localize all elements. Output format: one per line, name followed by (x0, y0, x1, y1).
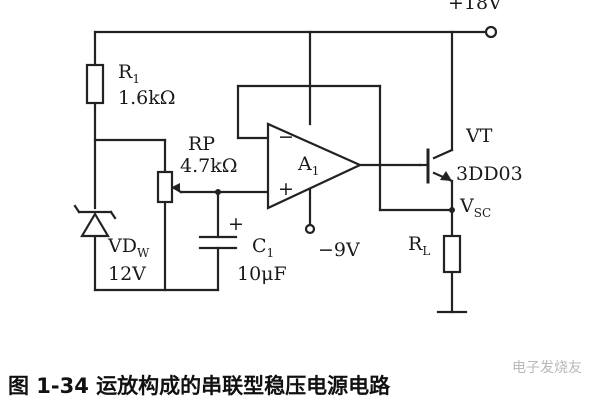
resistor-rl (442, 234, 462, 274)
vdw-value: 12V (108, 263, 146, 285)
potentiometer-rp (156, 170, 183, 204)
opamp-inverting-mark: − (278, 126, 294, 148)
watermark: 电子发烧友 (512, 360, 582, 376)
vdw-designator: VDW (107, 235, 150, 260)
opamp-a1 (266, 122, 363, 210)
negative-supply-label: −9V (318, 239, 360, 261)
positive-supply-terminal (484, 25, 498, 39)
c1-value: 10μF (237, 263, 287, 285)
rl-designator: RL (408, 233, 430, 258)
output-label: VSC (459, 195, 491, 220)
c1-designator: C1 (252, 235, 274, 260)
figure-caption: 图 1-34 运放构成的串联型稳压电源电路 (8, 374, 391, 398)
transistor-part-number: 3DD03 (456, 163, 523, 185)
r1-designator: R1 (118, 61, 140, 86)
r1-value: 1.6kΩ (118, 87, 175, 109)
transistor-vt (418, 148, 452, 184)
rp-value: 4.7kΩ (180, 155, 237, 177)
wires (93, 30, 488, 314)
rp-designator: RP (188, 133, 215, 155)
c1-polarity-mark: + (228, 213, 244, 235)
capacitor-c1 (198, 235, 238, 250)
opamp-noninverting-mark: + (278, 178, 294, 200)
positive-supply-label: +18V (448, 0, 502, 14)
output-junction-dot (449, 207, 455, 213)
negative-supply-terminal (304, 223, 316, 235)
opamp-designator: A1 (297, 153, 319, 178)
resistor-r1 (85, 63, 105, 105)
zener-diode-vdw (73, 204, 117, 238)
wiper-junction-dot (215, 189, 221, 195)
transistor-designator: VT (465, 125, 493, 147)
